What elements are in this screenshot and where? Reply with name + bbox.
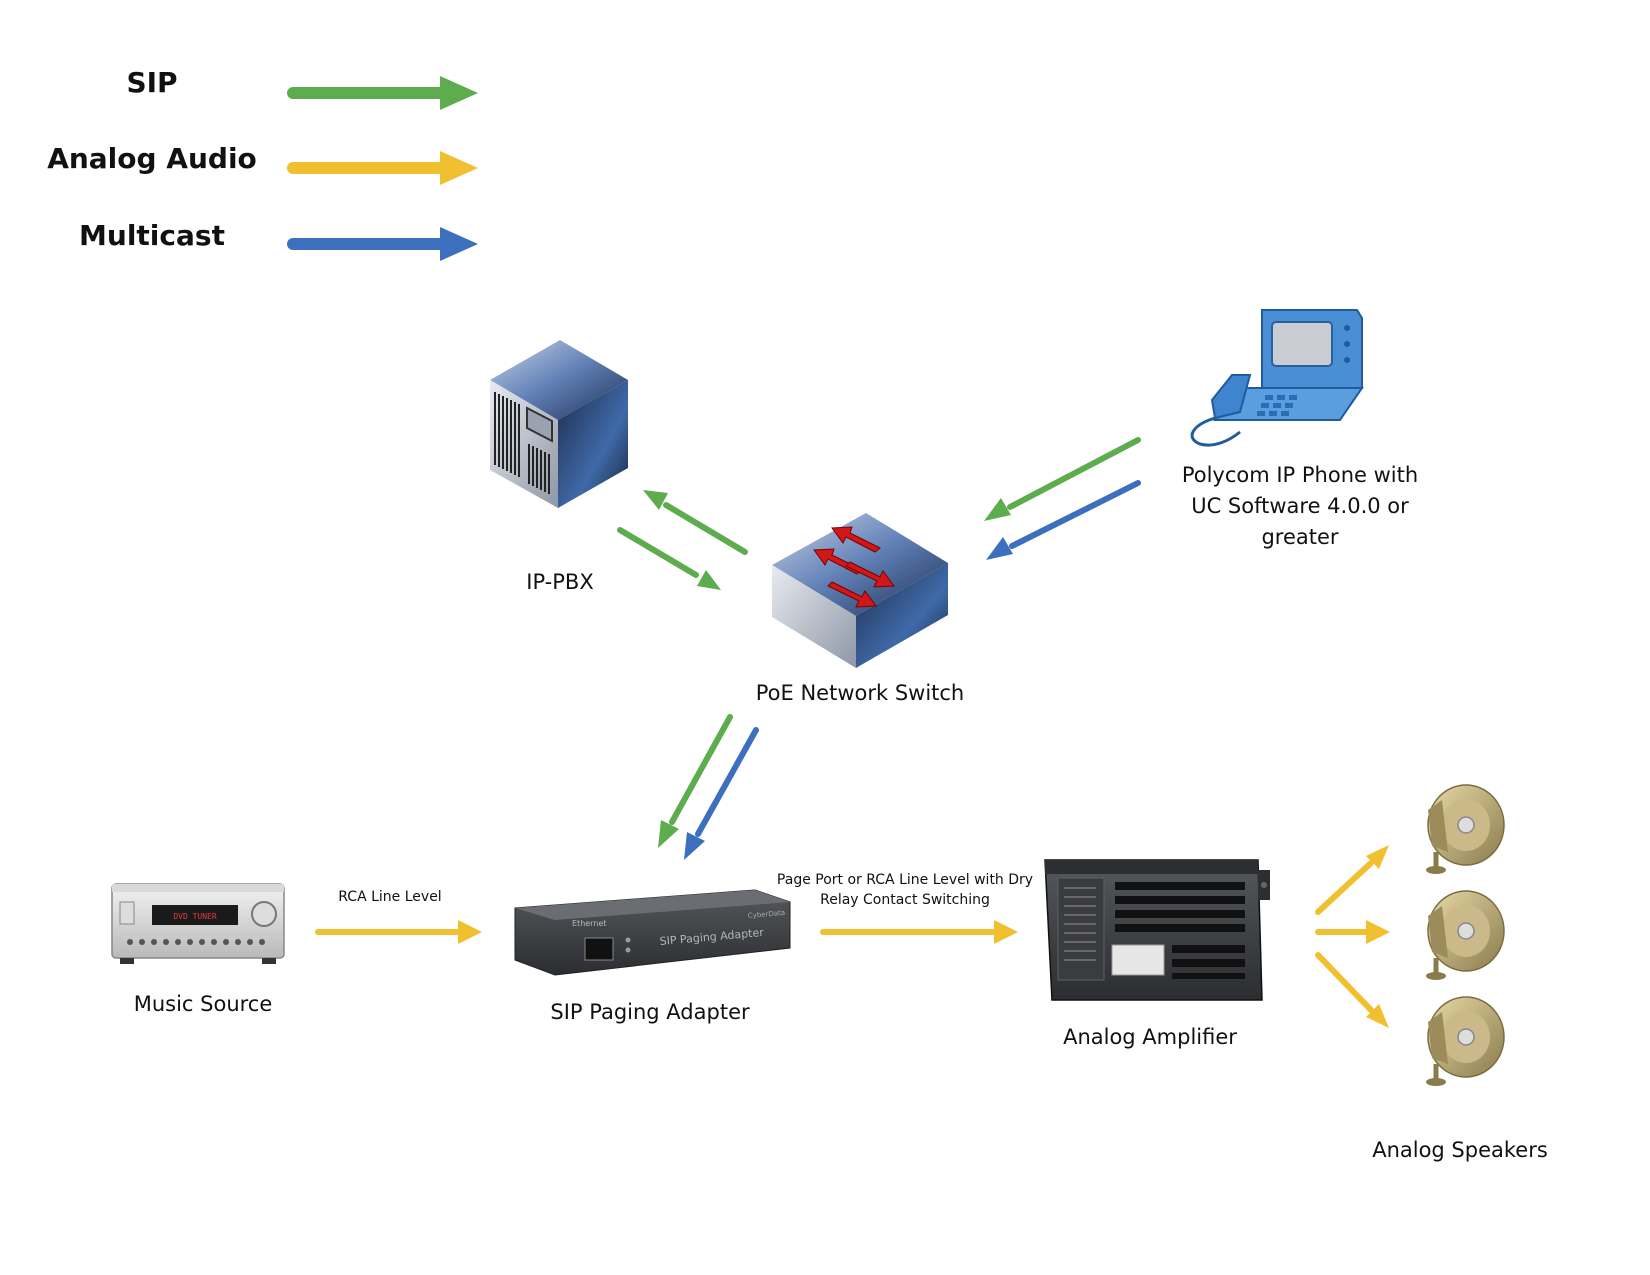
speakers-label: Analog Speakers [1372,1138,1548,1162]
music-source-label: Music Source [133,992,273,1016]
edge-music-to-adapter-analog [315,920,482,944]
edge-label-rca: RCA Line Level [338,889,442,905]
horn-speaker-icon [1426,784,1505,874]
edge-label-page-port-line-1: Page Port or RCA Line Level with Dry [776,872,1034,888]
horn-speaker-icon [1426,997,1504,1086]
network-switch-icon [772,513,948,668]
switch-label: PoE Network Switch [755,681,965,705]
edge-phone-to-switch-sip [984,437,1141,521]
amplifier-label: Analog Amplifier [1063,1025,1237,1049]
receiver-display-text: DVD TUNER [173,912,217,921]
legend-arrow-analog-audio [287,151,478,185]
legend-label-multicast: Multicast [79,219,225,252]
edge-label-page-port: Page Port or RCA Line Level with Dry Rel… [770,870,1040,910]
edge-amplifier-to-speaker-top [1315,845,1389,915]
edge-amplifier-to-speaker-middle [1315,920,1390,944]
paging-adapter-icon: Ethernet SIP Paging Adapter CyberData [514,889,791,976]
edge-adapter-to-amplifier-analog [820,920,1018,944]
edge-switch-to-adapter-sip [658,714,733,848]
phone-label-line-3: greater [1261,525,1339,549]
ippbx-label: IP-PBX [526,570,594,594]
edge-ippbx-to-switch-sip [617,527,721,590]
amplifier-icon [1044,859,1270,1001]
edge-switch-to-adapter-multicast [684,727,759,860]
horn-speaker-icon [1426,891,1504,980]
edge-amplifier-to-speaker-bottom [1315,952,1389,1028]
paging-adapter-label: SIP Paging Adapter [550,1000,750,1024]
adapter-port-text: Ethernet [572,919,606,928]
phone-label: Polycom IP Phone with UC Software 4.0.0 … [1140,460,1460,553]
server-icon [490,340,628,508]
phone-label-line-2: UC Software 4.0.0 or [1191,494,1409,518]
phone-label-line-1: Polycom IP Phone with [1181,463,1419,487]
legend-arrow-sip [287,76,478,110]
av-receiver-icon: DVD TUNER [111,883,285,964]
legend-label-sip: SIP [126,66,178,99]
ip-phone-icon [1190,309,1364,447]
adapter-brand-text: CyberData [747,909,785,920]
edge-switch-to-ippbx-sip [643,490,748,555]
edge-label-page-port-line-2: Relay Contact Switching [820,892,990,908]
edge-phone-to-switch-multicast [986,480,1141,560]
legend-label-analog-audio: Analog Audio [47,142,257,175]
legend-arrow-multicast [287,227,478,261]
